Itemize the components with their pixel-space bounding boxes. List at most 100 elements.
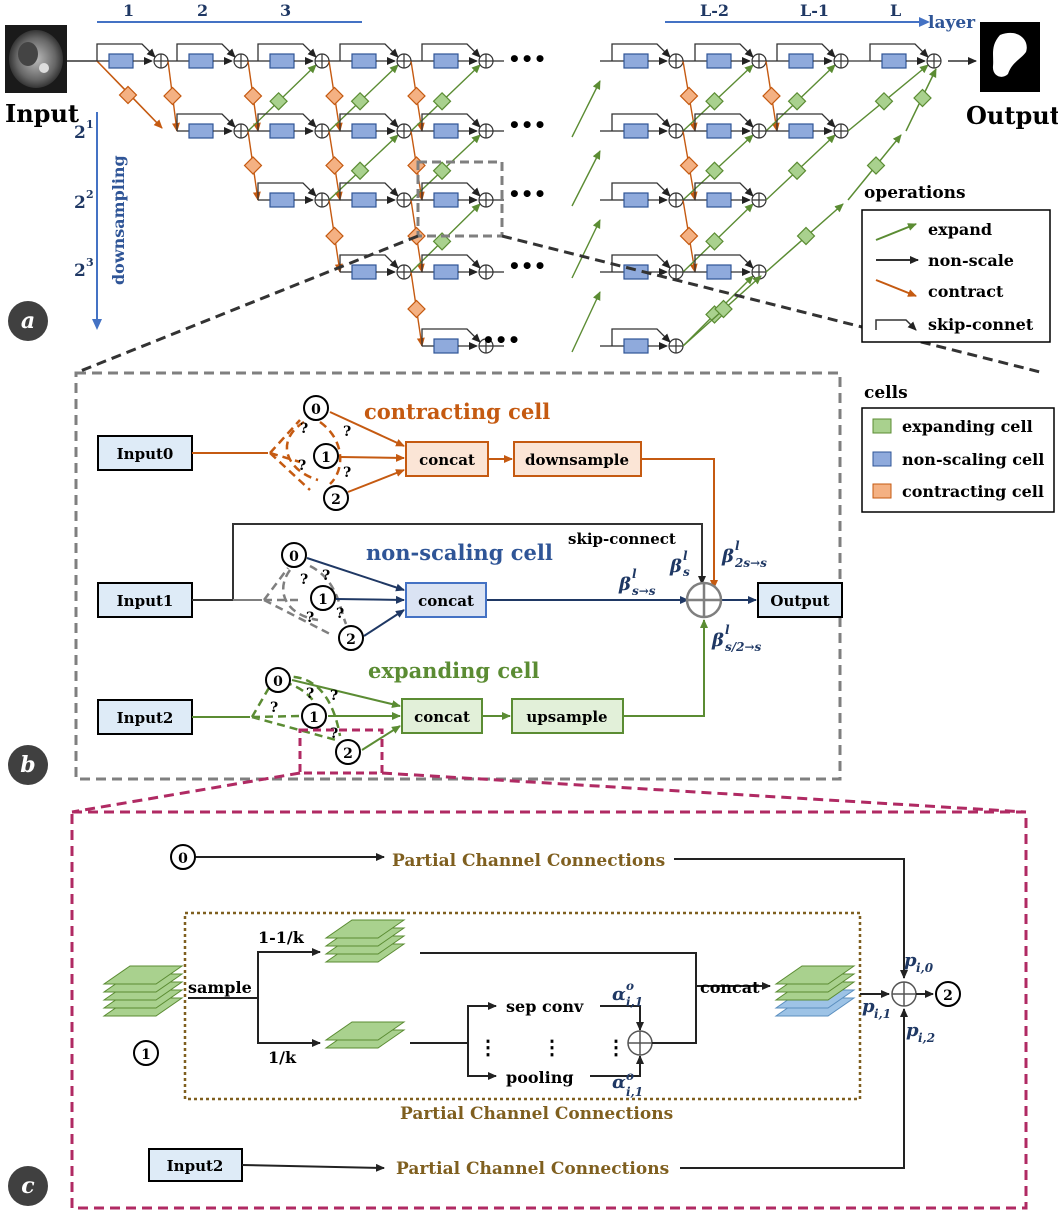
svg-text:l: l — [735, 539, 740, 553]
svg-text:1: 1 — [141, 1047, 151, 1063]
beta-s-label: β l s — [669, 549, 690, 579]
nonscale-op-c4-r2 — [433, 192, 459, 208]
legend-skip-label: skip-connet — [928, 315, 1034, 334]
nonscale-op-c1-r0 — [188, 53, 214, 69]
svg-text:2: 2 — [346, 632, 356, 648]
gap-expand-0 — [571, 80, 601, 138]
upper-branch-line — [420, 952, 697, 986]
svg-text:2: 2 — [74, 123, 86, 143]
nonscale-op-c8-r0 — [881, 53, 907, 69]
output-mask-image — [980, 22, 1040, 92]
svg-text:β: β — [711, 630, 724, 651]
svg-text:s: s — [683, 565, 690, 579]
contracting-q1: ? — [300, 421, 308, 437]
skip-connector-c3-r0 — [339, 43, 399, 61]
legend-expand-icon — [875, 223, 917, 241]
svg-text:α: α — [612, 984, 626, 1005]
tail-expand-op-2 — [866, 156, 886, 175]
sum-cross-c5-r1 — [669, 124, 683, 138]
input0-box: Input0 — [97, 435, 193, 471]
nonscale-op-c5-r1 — [623, 123, 649, 139]
layer-number-l-1: L-1 — [800, 1, 829, 20]
concat-arrow — [652, 982, 771, 1044]
expanding-node-0: 0 — [265, 667, 291, 693]
panel-a-badge-label: a — [21, 308, 35, 334]
tail-expand-op-0 — [714, 299, 733, 319]
sum-cross-c2-r2 — [315, 193, 329, 207]
scale-label-2: 2 2 — [74, 188, 94, 213]
svg-text:Input0: Input0 — [117, 445, 174, 463]
nonscale-op-c3-r1 — [351, 123, 377, 139]
nonscaling-node-2: 2 — [338, 625, 364, 651]
panel-a-badge — [8, 301, 48, 341]
expanding-node-1: 1 — [301, 703, 327, 729]
svg-text:i,1: i,1 — [626, 1085, 643, 1099]
sum-cross-c7-r1 — [834, 124, 848, 138]
nonscale-op-c3-r0 — [351, 53, 377, 69]
svg-text:Output: Output — [770, 592, 829, 610]
sum-cross-c8-r0 — [927, 54, 941, 68]
sum-cross-c6-r2 — [752, 193, 766, 207]
layer-number-3: 3 — [280, 1, 291, 20]
sum-cross-c1-r0 — [234, 54, 248, 68]
nonscale-op-c5-r2 — [623, 192, 649, 208]
contracting-q2: ? — [343, 424, 351, 440]
search-lattice — [67, 43, 977, 354]
nonscaling-node-1: 1 — [310, 585, 336, 611]
contract-op-c5-r0 — [679, 86, 699, 106]
svg-text:i,1: i,1 — [874, 1007, 891, 1021]
expanding-q1: ? — [270, 700, 278, 716]
layer-number-l: L — [890, 1, 901, 20]
sum-cross-c7-r0 — [834, 54, 848, 68]
panel-c-badge-label: c — [21, 1173, 35, 1199]
lower-feature-stack — [324, 1021, 406, 1049]
nonscale-op-c5-r0 — [623, 53, 649, 69]
skip-connector-c6-r1 — [694, 113, 754, 131]
svg-text:s/2→s: s/2→s — [725, 640, 762, 654]
final-sum-node — [891, 981, 917, 1007]
pooling-to-sum — [590, 1055, 644, 1077]
sum-cross-c4-r2 — [479, 193, 493, 207]
zoom-box-c — [298, 728, 384, 775]
contracting-cell-title: contracting cell — [364, 399, 550, 424]
contract-op-c3-r0 — [407, 86, 426, 106]
pooling-arrow — [467, 1043, 497, 1080]
sum-cross-c6-r1 — [752, 124, 766, 138]
sum-cross-c3-r0 — [397, 54, 411, 68]
sum-cross-c4-r1 — [479, 124, 493, 138]
sample-lower-arrow — [257, 998, 321, 1047]
contracting-q3: ? — [298, 458, 306, 474]
p-i0-label: p i,0 — [904, 950, 934, 975]
fraction-upper-label: 1-1/k — [258, 928, 305, 947]
vdots-1: ⋮ — [478, 1035, 498, 1059]
pooling-label: pooling — [506, 1068, 574, 1087]
svg-text:Input2: Input2 — [117, 709, 174, 727]
svg-text:2: 2 — [343, 746, 353, 762]
pcc-inner-box — [183, 911, 862, 1101]
input1-box: Input1 — [97, 582, 193, 618]
operations-legend-title: operations — [864, 183, 966, 203]
svg-text:α: α — [612, 1072, 626, 1093]
nonscale-op-c0-r0 — [108, 53, 134, 69]
svg-text:0: 0 — [311, 402, 321, 418]
skip-connector-c8-r0 — [869, 43, 929, 61]
panel-b-cell-detail: Input0 Input1 Input2 0 1 — [8, 371, 1055, 814]
non-scaling-cell-title: non-scaling cell — [366, 540, 553, 565]
input-label: Input — [5, 99, 79, 128]
contract-op-c2-r1 — [325, 156, 344, 175]
svg-text:concat: concat — [419, 451, 475, 469]
layer-number-l-2: L-2 — [700, 1, 729, 20]
contract-op-c0-r0 — [163, 86, 182, 106]
sum-cross-c3-r1 — [397, 124, 411, 138]
pcc-top-right-arrow — [674, 858, 908, 979]
contract-op-c6-r0 — [762, 86, 781, 106]
sepconv-to-sum — [600, 1005, 644, 1031]
sum-cross-c6-r0 — [752, 54, 766, 68]
panel-c-partial-channel: 0 Partial Channel Connections Partial Ch… — [8, 810, 1028, 1210]
svg-text:i,2: i,2 — [918, 1031, 935, 1045]
legend-nonscaling-swatch — [872, 451, 892, 467]
downsample-box: downsample — [513, 441, 642, 477]
nonscale-op-c6-r0 — [706, 53, 732, 69]
svg-text:l: l — [725, 623, 730, 637]
expand-op-c2-r1 — [350, 91, 370, 111]
